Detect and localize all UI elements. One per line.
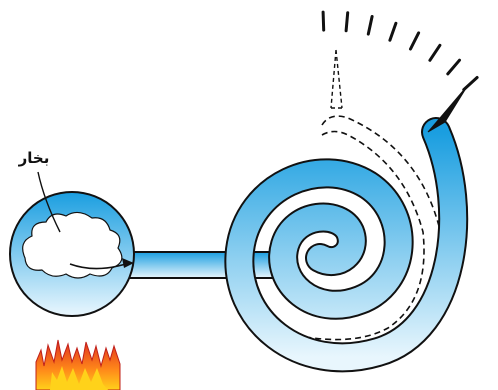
gauge-needle [427, 84, 469, 133]
arrow-head-icon [122, 258, 134, 268]
gauge-scale-ticks [321, 10, 479, 92]
gauge-tick [388, 21, 398, 42]
fire-icon [35, 339, 121, 390]
vapor-label-leader [37, 171, 61, 233]
bourdon-spiral-tube [224, 117, 469, 373]
vapor-flow-arrow [69, 263, 127, 270]
cloud-icon [22, 211, 123, 279]
uncoiled-tube-outline [295, 115, 443, 357]
gauge-tick [428, 43, 442, 62]
gauge-tick [446, 58, 461, 76]
gauge-tick [409, 31, 421, 51]
vapor-label: بخار [18, 149, 50, 167]
gauge-tick [344, 11, 350, 33]
gauge-tick [366, 15, 374, 36]
connecting-tube [124, 251, 286, 279]
gauge-tick [321, 10, 326, 32]
rest-position-pointer [330, 49, 343, 109]
